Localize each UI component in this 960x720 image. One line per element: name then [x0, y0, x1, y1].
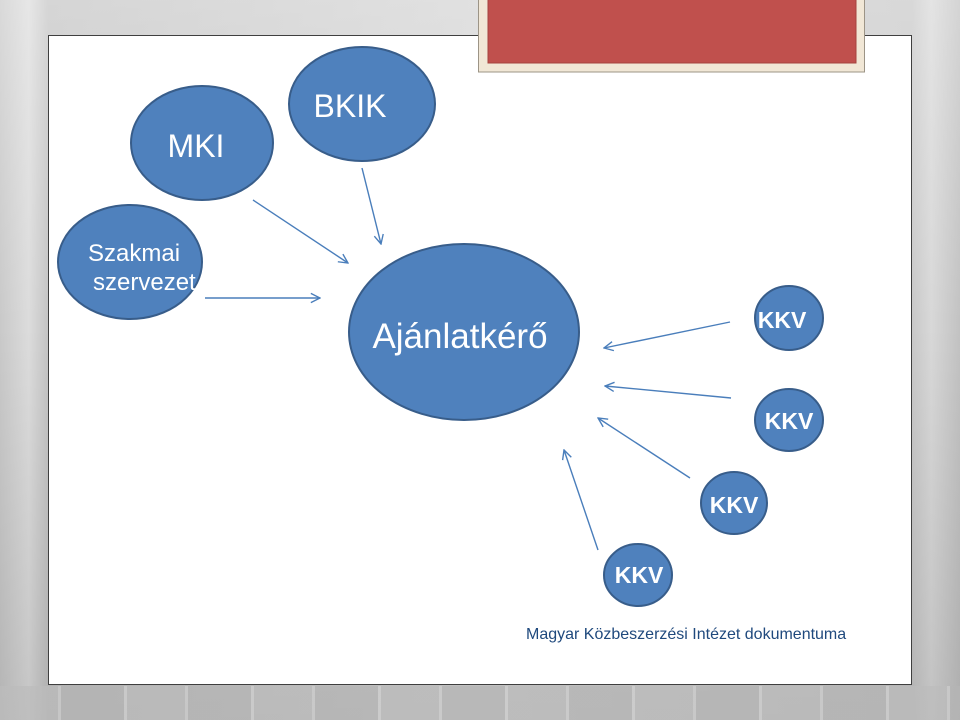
- node-bkik-shape: [288, 46, 436, 162]
- node-ajanlatkero-shape: [348, 243, 580, 421]
- node-kkv-2-shape: [754, 388, 824, 452]
- arrow-kkv-1-to-ajanlatkero: [604, 321, 731, 348]
- node-kkv-1-label: KKV: [758, 307, 807, 333]
- node-kkv-3: KKV: [700, 471, 768, 535]
- node-kkv-2: KKV: [754, 388, 824, 452]
- node-mki-label: MKI: [168, 128, 225, 164]
- arrow-kkv-4-to-ajanlatkero: [564, 450, 599, 551]
- node-kkv-3-label: KKV: [710, 492, 759, 518]
- arrow-kkv-2-to-ajanlatkero: [605, 386, 732, 399]
- background-tiles: [0, 686, 960, 720]
- node-bkik-label: BKIK: [314, 88, 387, 124]
- node-kkv-2-label: KKV: [765, 408, 814, 434]
- node-szakmai-szervezet: Szakmai szervezet: [57, 204, 203, 320]
- node-mki-shape: [130, 85, 274, 201]
- node-kkv-4-shape: [603, 543, 673, 607]
- node-szakmai-szervezet-shape: [57, 204, 203, 320]
- node-ajanlatkero-label: Ajánlatkérő: [372, 317, 547, 356]
- node-kkv-4: KKV: [603, 543, 673, 607]
- node-bkik: BKIK: [288, 46, 436, 162]
- footer-caption: Magyar Közbeszerzési Intézet dokumentuma: [526, 626, 846, 643]
- node-szakmai-szervezet-label-line-2: szervezet: [93, 269, 196, 296]
- arrow-mki-to-ajanlatkero: [252, 199, 348, 263]
- node-kkv-4-label: KKV: [615, 562, 664, 588]
- arrow-bkik-to-ajanlatkero: [361, 167, 381, 244]
- node-kkv-1-shape: [754, 285, 824, 351]
- top-banner: [478, 0, 865, 73]
- node-mki: MKI: [130, 85, 274, 201]
- arrow-kkv-3-to-ajanlatkero: [598, 418, 691, 479]
- node-kkv-3-shape: [700, 471, 768, 535]
- banner-red-block: [487, 0, 857, 64]
- arrows: [205, 167, 732, 551]
- node-kkv-1: KKV: [754, 285, 824, 351]
- node-szakmai-szervezet-label-line-1: Szakmai: [88, 240, 180, 267]
- node-ajanlatkero: Ajánlatkérő: [348, 243, 580, 421]
